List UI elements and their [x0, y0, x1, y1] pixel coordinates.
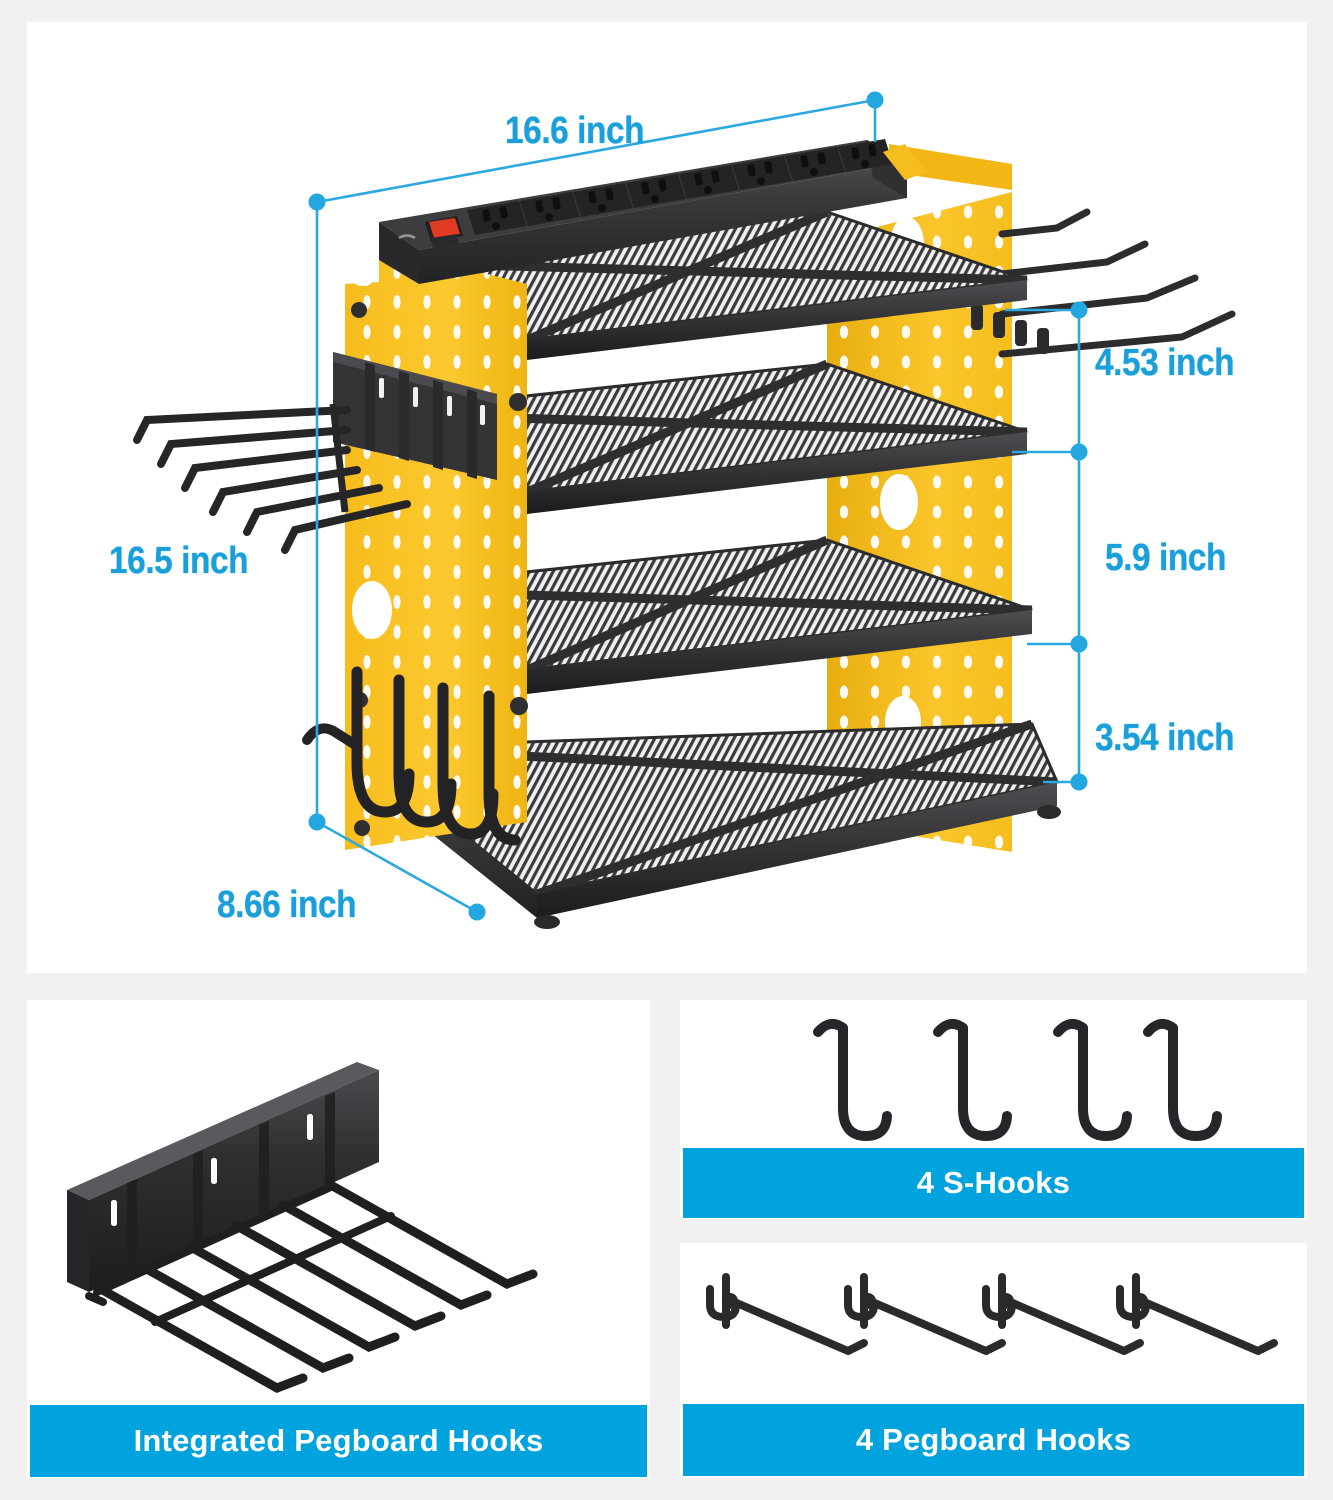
- pegboard-hooks-panel: 4 Pegboard Hooks: [680, 1243, 1307, 1478]
- dimension-label-shelf-gap-top: 4.53 inch: [1095, 342, 1235, 384]
- left-integrated-hook-rail: [133, 352, 497, 554]
- s-hooks-caption: 4 S-Hooks: [683, 1148, 1304, 1218]
- pegboard-hooks-caption: 4 Pegboard Hooks: [683, 1404, 1304, 1476]
- left-pegboard-panel: [345, 218, 528, 850]
- left-j-hooks: [302, 666, 521, 846]
- pegboard-hook: [1116, 1273, 1278, 1355]
- right-pegboard-panel: [827, 142, 1012, 852]
- hook-rail-plate: [67, 1062, 379, 1292]
- pegboard-hook: [982, 1273, 1144, 1355]
- s-hook: [813, 1018, 892, 1141]
- integrated-pegboard-hook-illustration: [67, 1062, 538, 1393]
- dimension-label-shelf-gap-bottom: 3.54 inch: [1095, 717, 1235, 759]
- dimension-dots: [308, 91, 1088, 921]
- dimension-label-depth: 8.66 inch: [217, 884, 357, 926]
- dimension-guides: [315, 98, 1081, 914]
- product-illustration: [133, 91, 1236, 929]
- right-top-bracket: [883, 144, 927, 180]
- right-pegboard-hooks: [998, 208, 1236, 358]
- s-hooks-illustration: [813, 1018, 1222, 1141]
- integrated-hooks-caption: Integrated Pegboard Hooks: [30, 1405, 647, 1477]
- integrated-hooks-panel: Integrated Pegboard Hooks: [27, 1000, 650, 1478]
- pegboard-hook: [844, 1273, 1006, 1355]
- pegboard-hooks-illustration: [706, 1273, 1278, 1355]
- main-product-panel: 16.6 inch 16.5 inch 8.66 inch 4.53 inch …: [27, 22, 1307, 973]
- power-switch: [425, 216, 463, 248]
- power-strip: [379, 139, 907, 284]
- dimension-label-width: 16.6 inch: [505, 110, 645, 152]
- dimension-label-height: 16.5 inch: [109, 540, 249, 582]
- pegboard-hook: [706, 1273, 868, 1355]
- s-hooks-panel: 4 S-Hooks: [680, 1000, 1307, 1219]
- dimension-label-shelf-gap-middle: 5.9 inch: [1105, 537, 1226, 579]
- outlet-group: [467, 139, 893, 235]
